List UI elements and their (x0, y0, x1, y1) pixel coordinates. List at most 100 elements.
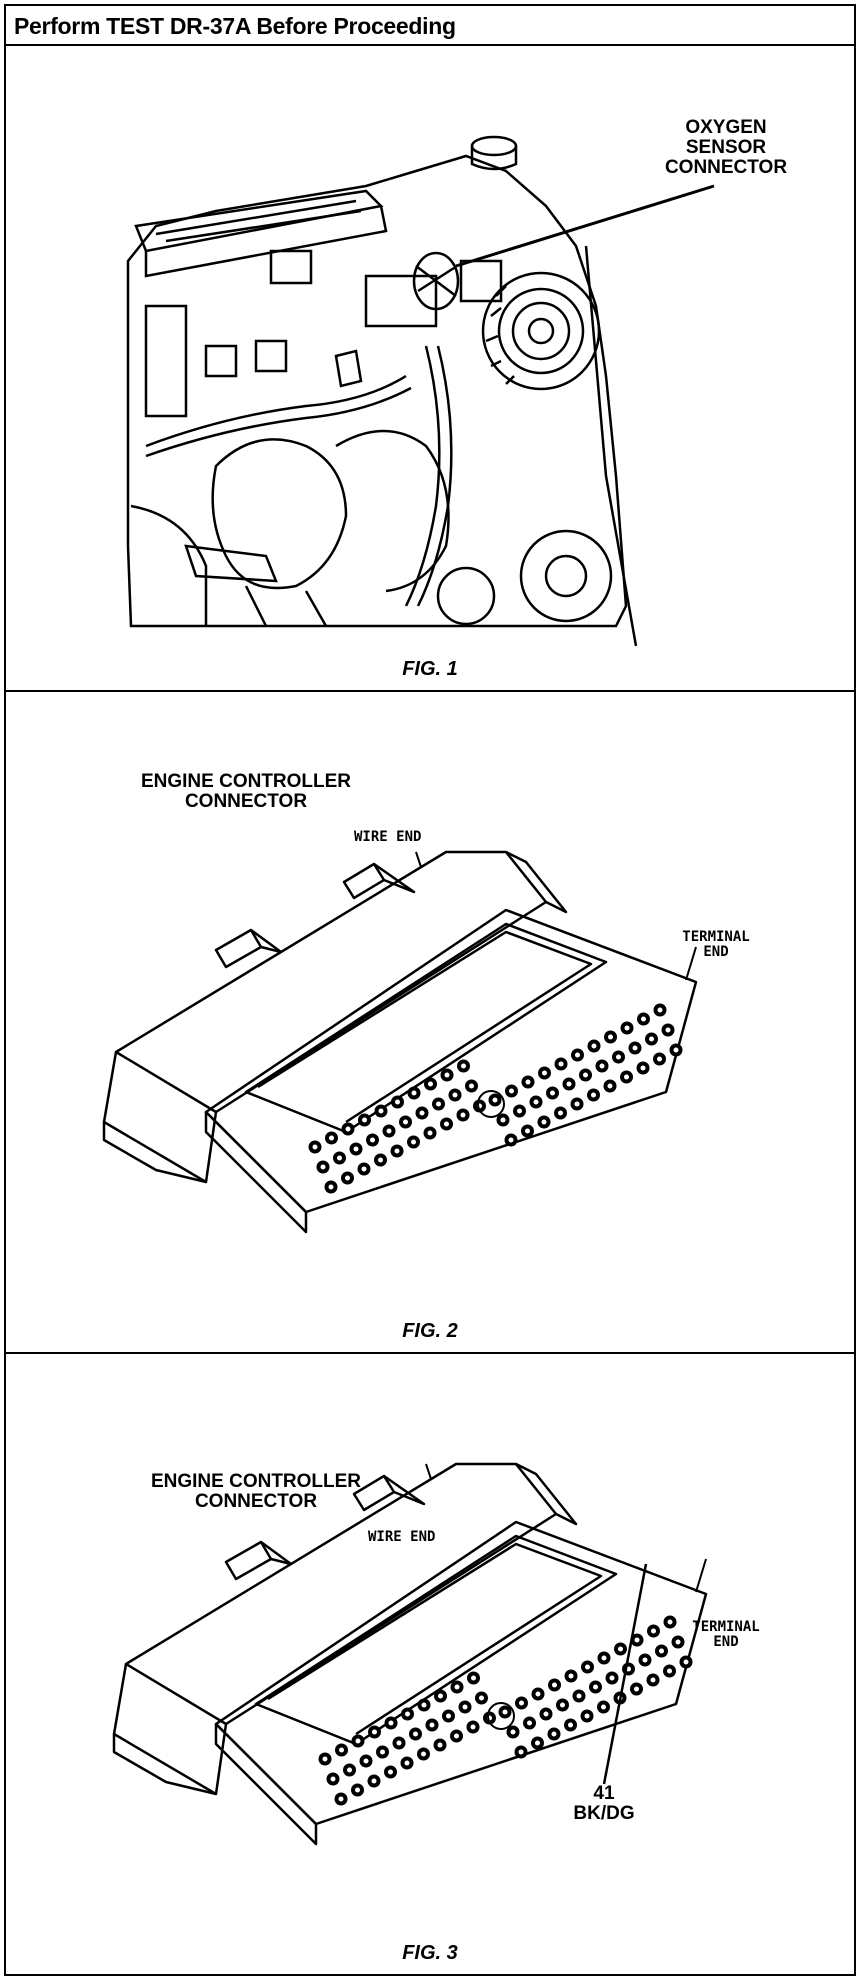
connector-pin-hole (634, 1637, 640, 1643)
connector-pin-hole (394, 1148, 400, 1154)
connector-pin-hole (428, 1081, 433, 1087)
connector-pin-hole (492, 1097, 498, 1103)
connector-pin-hole (519, 1700, 524, 1706)
connector-pin-hole (541, 1119, 547, 1125)
connector-pin-hole (312, 1144, 318, 1150)
connector-pin-hole (372, 1729, 377, 1735)
connector-pin-hole (618, 1646, 623, 1652)
connector-title-fig2: ENGINE CONTROLLER CONNECTOR (140, 771, 352, 812)
connector-pin-hole (510, 1729, 516, 1735)
page-title: Perform TEST DR-37A Before Proceeding (14, 13, 456, 39)
oxygen-sensor-callout: OXYGEN SENSOR CONNECTOR (664, 117, 788, 178)
connector-pin-hole (371, 1778, 377, 1784)
connector-pin-hole (535, 1740, 540, 1746)
connector-pin-hole (329, 1135, 334, 1141)
connector-pin-hole (675, 1639, 681, 1645)
connector-pin-hole (591, 1043, 597, 1049)
connector-pin-hole (396, 1740, 402, 1746)
connector-pin-hole (339, 1747, 344, 1753)
connector-pin-hole (566, 1081, 572, 1087)
connector-pin-hole (469, 1083, 474, 1089)
connector-pin-hole (386, 1128, 392, 1134)
terminal-end-label-fig2: TERMINAL END (682, 929, 750, 960)
connector-pin-hole (624, 1025, 630, 1031)
connector-pin-hole (452, 1092, 458, 1098)
connector-pin-hole (525, 1079, 531, 1085)
connector-pin-hole (552, 1682, 557, 1688)
connector-pin-hole (427, 1130, 433, 1136)
connector-pin-hole (345, 1175, 350, 1181)
connector-pin-hole (378, 1157, 383, 1163)
connector-pin-hole (479, 1695, 484, 1701)
connector-pin-hole (568, 1673, 574, 1679)
connector-pin-hole (542, 1070, 547, 1076)
connector-pin-hole (320, 1164, 326, 1170)
connector-pin-hole (632, 1045, 638, 1051)
connector-pin-hole (362, 1117, 367, 1123)
connector-pin-hole (446, 1713, 451, 1719)
connector-pin-hole (411, 1139, 416, 1145)
connector-pin-hole (380, 1749, 385, 1755)
connector-pin-hole (361, 1166, 367, 1172)
connector-pin-hole (518, 1749, 524, 1755)
connector-pin-hole (337, 1155, 342, 1161)
connector-pin-hole (665, 1027, 671, 1033)
figure-1-panel: OXYGEN SENSOR CONNECTOR FIG. 1 (6, 46, 854, 692)
connector-pin-hole (558, 1061, 564, 1067)
connector-pin-hole (667, 1619, 673, 1625)
connector-pin-hole (454, 1684, 460, 1690)
connector-pin-hole (551, 1731, 557, 1737)
connector-pin-hole (659, 1648, 664, 1654)
connector-pin-hole (599, 1063, 605, 1069)
figure-3-caption: FIG. 3 (402, 1942, 458, 1964)
wire-end-label-fig2: WIRE END (354, 829, 422, 845)
connector-pin-hole (471, 1675, 476, 1681)
connector-pin-hole (584, 1713, 590, 1719)
connector-pin-hole (657, 1056, 662, 1062)
connector-pin-hole (560, 1702, 565, 1708)
connector-pin-hole (574, 1101, 580, 1107)
connector-pin-hole (353, 1146, 359, 1152)
connector-pin-hole (403, 1119, 408, 1125)
connector-pin-hole (585, 1664, 590, 1670)
connector-pin-hole (461, 1063, 466, 1069)
connector-pin-hole (527, 1720, 532, 1726)
connector-pin-hole (411, 1090, 417, 1096)
connector-pin-hole (413, 1731, 418, 1737)
connector-pin-hole (535, 1691, 541, 1697)
connector-pin-hole (462, 1704, 468, 1710)
connector-pin-hole (436, 1101, 441, 1107)
connector-pin-hole (500, 1117, 506, 1123)
header-bar: Perform TEST DR-37A Before Proceeding (6, 6, 854, 46)
connector-pin-hole (444, 1121, 449, 1127)
connector-pin-hole (651, 1628, 656, 1634)
connector-pin-hole (641, 1016, 646, 1022)
connector-pin-hole (683, 1659, 689, 1665)
connector-pin-hole (395, 1099, 400, 1105)
connector-pin-hole (640, 1065, 646, 1071)
terminal-end-label-fig3: TERMINAL END (692, 1619, 760, 1650)
connector-pin-hole (388, 1769, 393, 1775)
connector-pin-hole (607, 1083, 613, 1089)
connector-pin-hole (345, 1126, 351, 1132)
figure-2-caption: FIG. 2 (402, 1320, 458, 1342)
connector-illustration-fig3 (112, 1462, 708, 1846)
connector-pin-hole (509, 1088, 514, 1094)
page-frame: Perform TEST DR-37A Before Proceeding (4, 4, 856, 1976)
connector-pin-hole (649, 1036, 654, 1042)
connector-title-fig3: ENGINE CONTROLLER CONNECTOR (150, 1471, 362, 1512)
connector-pin-hole (438, 1693, 443, 1699)
connector-pin-hole (673, 1047, 679, 1053)
connector-pin-hole (525, 1128, 530, 1134)
connector-pin-hole (576, 1693, 582, 1699)
connector-pin-hole (533, 1099, 539, 1105)
connector-pin-hole (575, 1052, 580, 1058)
connector-pin-hole (508, 1137, 514, 1143)
connector-pin-hole (454, 1733, 459, 1739)
connector-pin-hole (642, 1657, 648, 1663)
connector-pin-hole (624, 1074, 629, 1080)
connector-pin-hole (558, 1110, 563, 1116)
connector-pin-hole (601, 1655, 607, 1661)
pin-41-callout: 41 BK/DG (573, 1783, 635, 1824)
connector-illustration-fig2 (102, 850, 698, 1234)
